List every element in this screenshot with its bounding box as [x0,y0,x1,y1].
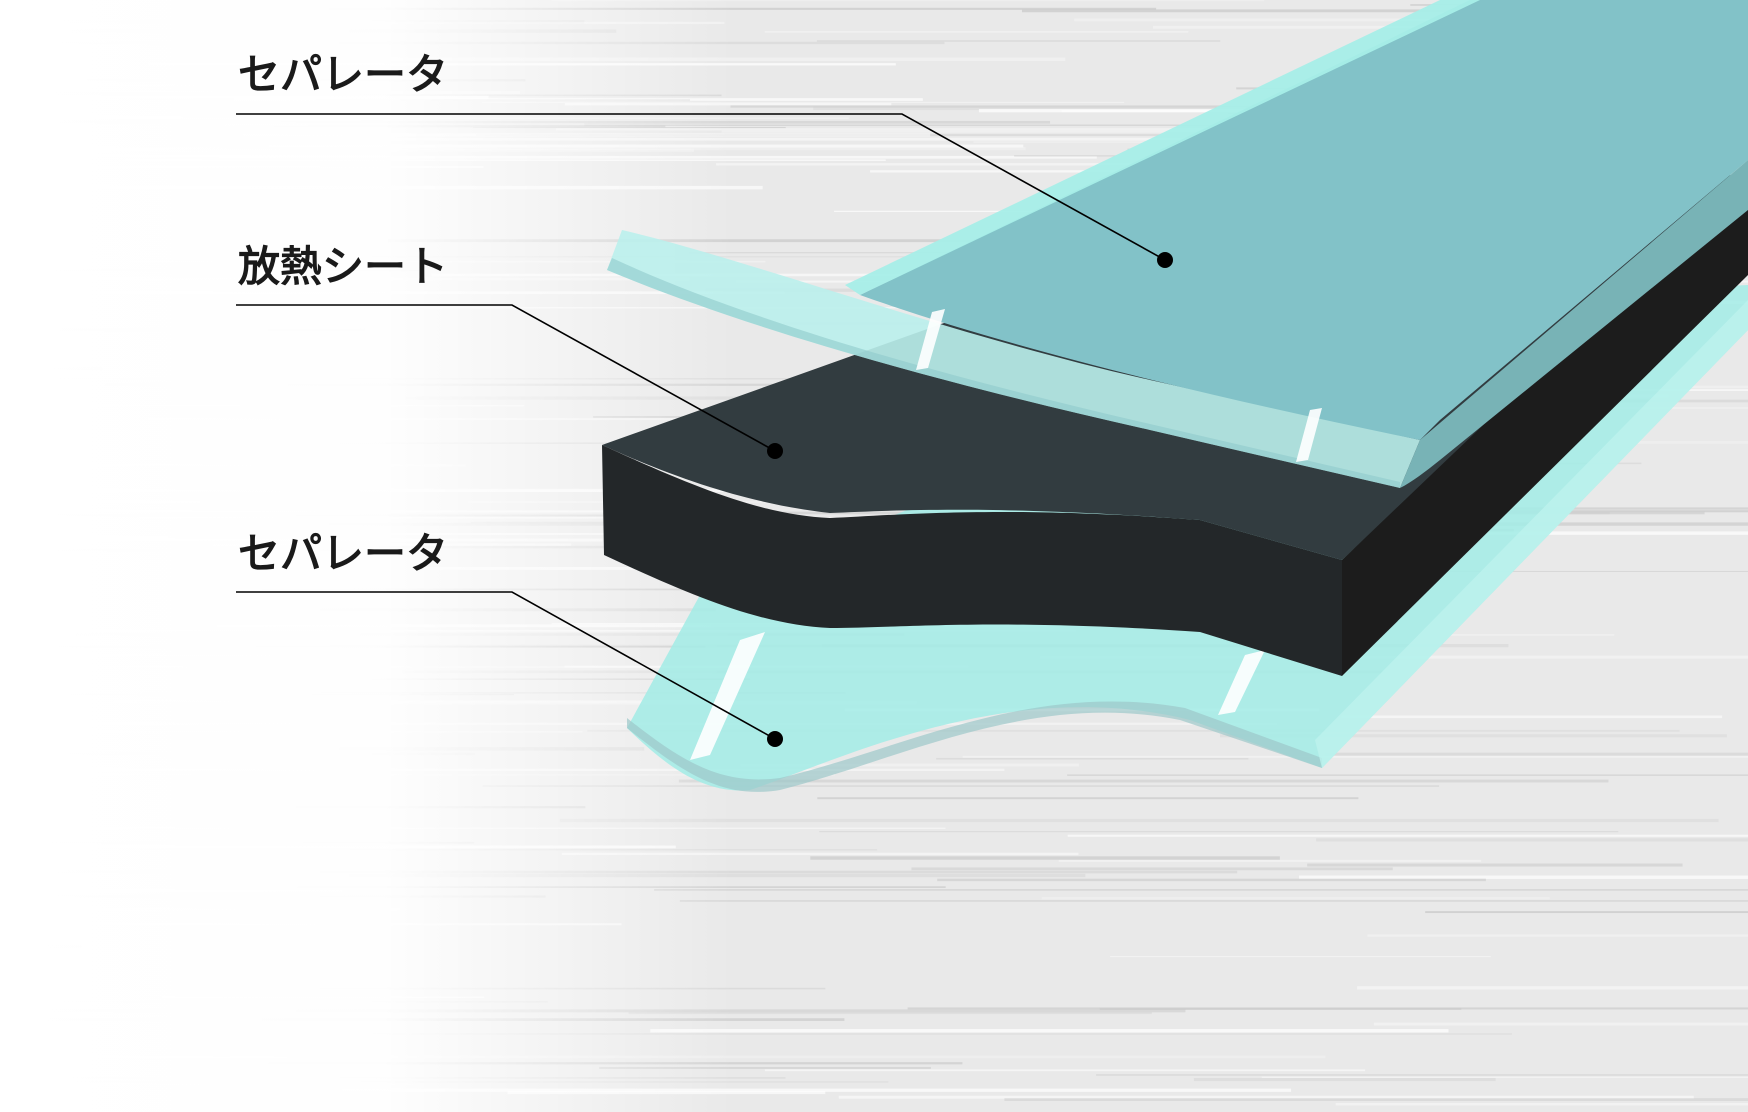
top-separator-film [607,0,1748,488]
leader-dots [767,252,1173,747]
top-separator-label: セパレータ [238,50,449,99]
heat-sheet-leader [236,304,776,452]
bottom-separator-leader [236,591,776,740]
top-separator-leader [236,113,1166,261]
leader-lines [236,113,1166,740]
heat-sheet-leader-dot [767,443,783,459]
bottom-separator-label: セパレータ [238,529,449,578]
heat-sheet-label: 放熱シート [238,242,449,291]
bottom-separator-leader-dot [767,731,783,747]
top-separator-leader-dot [1157,252,1173,268]
